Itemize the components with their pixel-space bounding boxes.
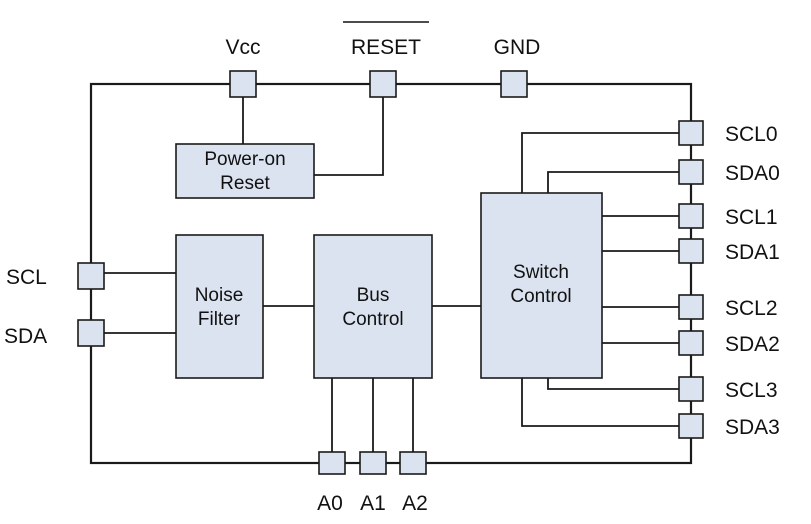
pin-scl1: SCL1 [678, 203, 778, 229]
pin-scl3-label: SCL3 [725, 379, 778, 402]
pin-vcc-label: Vcc [225, 36, 260, 59]
pin-scl2: SCL2 [678, 294, 778, 320]
pin-sda: SDA [4, 319, 105, 348]
pin-a0-label: A0 [317, 492, 343, 515]
switch-control-line1: Switch [513, 262, 569, 283]
noise-filter-line2: Filter [198, 309, 241, 330]
pin-scl2-label: SCL2 [725, 297, 778, 320]
pin-gnd: GND [494, 36, 541, 98]
bus-control-line2: Control [342, 309, 403, 330]
pin-sda3-label: SDA3 [725, 416, 780, 439]
pin-a1-label: A1 [360, 492, 386, 515]
power-on-reset-block: Power-on Reset [175, 143, 315, 199]
pin-scl-label: SCL [6, 266, 47, 289]
pin-vcc: Vcc [225, 36, 261, 98]
noise-filter-block: Noise Filter [175, 234, 264, 379]
power-on-reset-line2: Reset [220, 173, 270, 194]
pin-sda0-label: SDA0 [725, 162, 780, 185]
pin-sda2-label: SDA2 [725, 333, 780, 356]
pin-reset-label: RESET [351, 36, 421, 59]
pin-a1: A1 [359, 451, 387, 515]
switch-control-block: Switch Control [480, 192, 603, 379]
pin-sda0: SDA0 [678, 159, 780, 185]
pin-a2-label: A2 [402, 492, 428, 515]
bus-control-block: Bus Control [313, 234, 433, 379]
pin-sda3: SDA3 [678, 413, 780, 439]
bus-control-line1: Bus [357, 285, 390, 306]
pin-scl0-label: SCL0 [725, 123, 778, 146]
pin-sda-label: SDA [4, 325, 47, 348]
pin-sda1-label: SDA1 [725, 241, 780, 264]
pin-scl1-label: SCL1 [725, 206, 778, 229]
pin-scl0: SCL0 [678, 120, 778, 146]
switch-control-line2: Control [510, 286, 571, 307]
pin-scl3: SCL3 [678, 376, 778, 402]
pin-sda1: SDA1 [678, 238, 780, 264]
power-on-reset-line1: Power-on [204, 149, 285, 170]
pin-reset: RESET [343, 21, 429, 98]
pin-gnd-label: GND [494, 36, 541, 59]
pin-a0: A0 [317, 451, 346, 515]
pin-scl: SCL [6, 262, 105, 290]
pin-a2: A2 [399, 451, 428, 515]
pin-sda2: SDA2 [678, 330, 780, 356]
noise-filter-line1: Noise [195, 285, 244, 306]
wiring [104, 97, 679, 452]
